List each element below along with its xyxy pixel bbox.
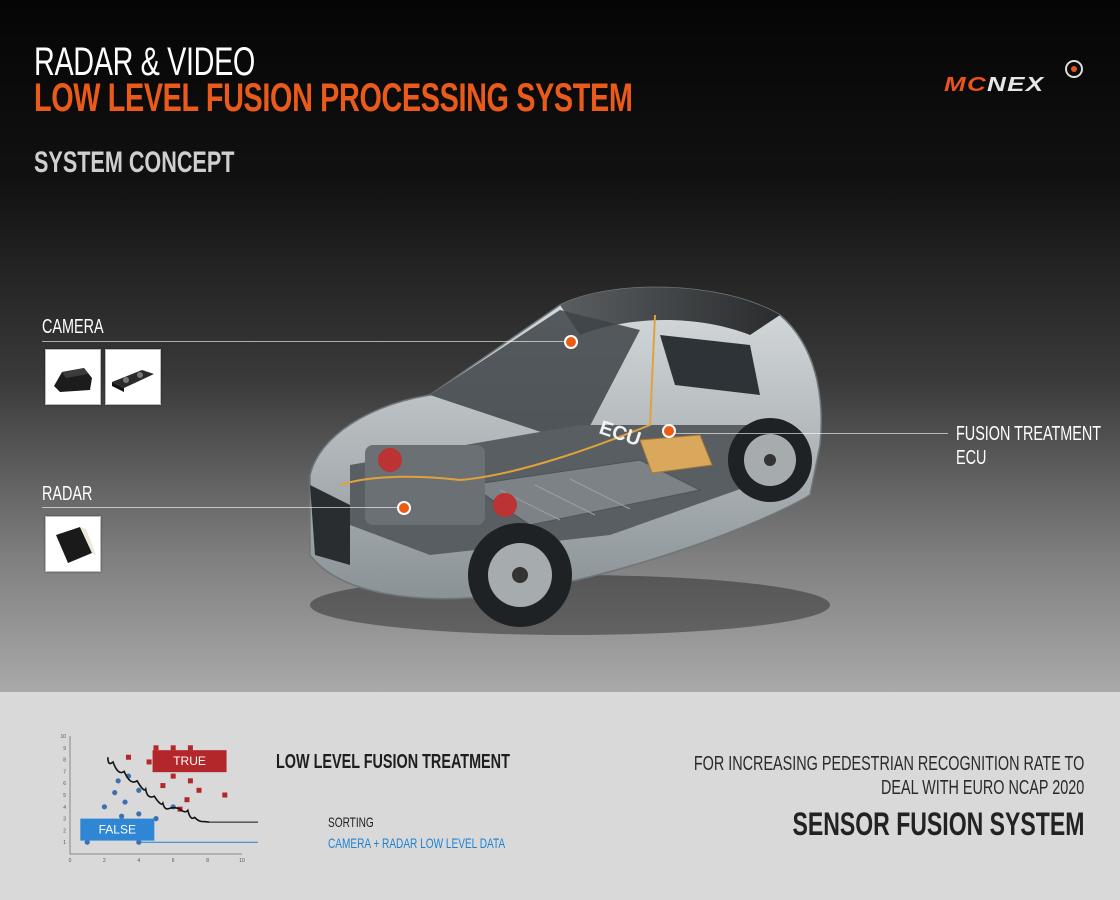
y-tick-label: 10	[60, 734, 66, 740]
false-point	[122, 799, 128, 805]
false-point	[115, 778, 121, 784]
data-label: CAMERA + RADAR LOW LEVEL DATA	[328, 835, 506, 851]
false-point	[136, 811, 142, 817]
true-point	[187, 745, 193, 751]
false-point	[84, 839, 90, 845]
radar-label: RADAR	[42, 483, 93, 505]
true-point	[125, 754, 131, 760]
camera-board-image	[105, 349, 161, 405]
true-label: TRUE	[173, 754, 206, 768]
false-box	[80, 818, 155, 841]
camera-leader-line	[42, 341, 570, 342]
boundary-curve	[107, 757, 210, 823]
false-point	[119, 813, 125, 819]
false-point	[136, 787, 142, 793]
false-point	[112, 790, 118, 796]
y-tick-label: 2	[63, 828, 66, 834]
title-line-2: LOW LEVEL FUSION PROCESSING SYSTEM	[34, 76, 633, 120]
true-point	[196, 787, 202, 793]
description-text: FOR INCREASING PEDESTRIAN RECOGNITION RA…	[693, 753, 1084, 799]
sorting-label: SORTING	[328, 814, 374, 830]
radar-module-image	[45, 516, 101, 572]
system-name: SENSOR FUSION SYSTEM	[792, 806, 1084, 842]
true-point	[222, 792, 228, 798]
true-point	[187, 778, 193, 784]
false-point	[101, 804, 107, 810]
fusion-treatment-title: LOW LEVEL FUSION TREATMENT	[276, 751, 510, 773]
y-tick-label: 9	[63, 746, 66, 752]
y-tick-label: 5	[63, 793, 66, 799]
true-point	[184, 797, 190, 803]
true-box	[152, 750, 227, 773]
false-point	[153, 816, 159, 822]
y-tick-label: 1	[63, 840, 66, 846]
false-label: FALSE	[99, 823, 136, 837]
x-tick-label: 6	[172, 858, 175, 864]
ecu-marker	[662, 424, 676, 438]
y-tick-label: 6	[63, 781, 66, 787]
title-line-1: RADAR & VIDEO	[34, 40, 255, 84]
camera-module-image	[45, 349, 101, 405]
x-tick-label: 4	[137, 858, 140, 864]
camera-label: CAMERA	[42, 316, 104, 338]
x-tick-label: 8	[206, 858, 209, 864]
y-tick-label: 8	[63, 758, 66, 764]
true-point	[160, 783, 166, 789]
car-cutaway-illustration: ECU	[309, 286, 830, 635]
true-point	[146, 759, 152, 765]
subtitle: SYSTEM CONCEPT	[34, 146, 235, 179]
radar-marker	[397, 501, 411, 515]
radar-leader-line	[42, 507, 402, 508]
mcnex-logo: MCNEX	[944, 60, 1094, 102]
ecu-label: FUSION TREATMENT ECU	[956, 423, 1102, 469]
y-tick-label: 4	[63, 805, 66, 811]
x-tick-label: 0	[69, 858, 72, 864]
x-tick-label: 10	[239, 858, 245, 864]
ecu-leader-line	[668, 433, 948, 434]
y-tick-label: 3	[63, 817, 66, 823]
camera-marker	[564, 335, 578, 349]
true-point	[170, 745, 176, 751]
logo-ring-icon	[1065, 60, 1083, 78]
y-tick-label: 7	[63, 769, 66, 775]
x-tick-label: 2	[103, 858, 106, 864]
true-point	[170, 773, 176, 779]
true-point	[153, 745, 159, 751]
bottom-panel	[0, 692, 1120, 900]
